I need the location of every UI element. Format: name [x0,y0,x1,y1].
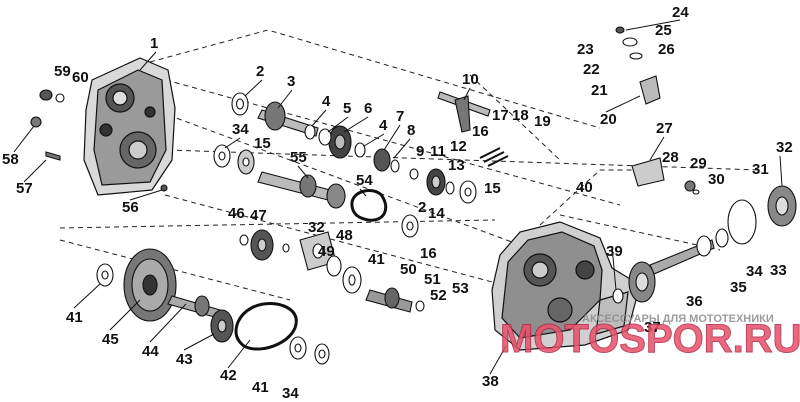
callout-34: 34 [232,121,249,138]
callout-45: 45 [102,331,119,348]
callout-10: 10 [462,71,479,88]
callout-46: 46 [228,205,245,222]
callout-32: 32 [308,219,325,236]
callout-50: 50 [400,261,417,278]
watermark-logo: MOTOSPOR.RU АКСЕССУАРЫ ДЛЯ МОТОТЕХНИКИ [500,313,800,362]
callout-53: 53 [452,280,469,297]
callout-20: 20 [600,111,617,128]
callout-41: 41 [252,379,269,396]
callout-4: 4 [322,93,331,110]
left-cover-part [83,57,176,196]
shafts-and-gears [30,26,797,365]
callout-47: 47 [250,207,267,224]
callout-labels: 1 2 2 3 4 4 5 6 7 8 9 10 11 12 13 14 15 … [2,4,793,402]
callout-56: 56 [122,199,139,216]
callout-29: 29 [690,155,707,172]
callout-43: 43 [176,351,193,368]
callout-24: 24 [672,4,689,21]
callout-6: 6 [364,100,372,117]
callout-27: 27 [656,120,673,137]
right-case-part [491,221,641,351]
callout-33: 33 [770,262,787,279]
callout-34: 34 [746,263,763,280]
callout-57: 57 [16,180,33,197]
callout-14: 14 [428,205,445,222]
callout-15: 15 [484,180,501,197]
callout-30: 30 [708,171,725,188]
callout-31: 31 [752,161,769,178]
callout-17: 17 [492,107,509,124]
callout-48: 48 [336,227,353,244]
callout-44: 44 [142,343,159,360]
callout-55: 55 [290,149,307,166]
callout-38: 38 [482,373,499,390]
callout-40: 40 [576,179,593,196]
watermark-tagline: АКСЕССУАРЫ ДЛЯ МОТОТЕХНИКИ [582,313,774,325]
callout-22: 22 [583,61,600,78]
callout-21: 21 [591,82,608,99]
callout-54: 54 [356,172,373,189]
callout-59: 59 [54,63,71,80]
callout-42: 42 [220,367,237,384]
callout-49: 49 [318,243,335,260]
callout-2: 2 [418,199,426,216]
assembly-guide-lines [59,29,761,301]
callout-35: 35 [730,279,747,296]
callout-3: 3 [287,73,295,90]
callout-41: 41 [66,309,83,326]
callout-52: 52 [430,287,447,304]
callout-51: 51 [424,271,441,288]
callout-41: 41 [368,251,385,268]
callout-9: 9 [416,143,424,160]
callout-7: 7 [396,108,404,125]
callout-16: 16 [420,245,437,262]
callout-19: 19 [534,113,551,130]
callout-12: 12 [450,138,467,155]
callout-25: 25 [655,22,672,39]
callout-26: 26 [658,41,675,58]
callout-23: 23 [577,41,594,58]
callout-2: 2 [256,63,264,80]
callout-37: 37 [644,319,661,336]
callout-39: 39 [606,243,623,260]
callout-18: 18 [512,107,529,124]
callout-16: 16 [472,123,489,140]
callout-32: 32 [776,139,793,156]
watermark-logo-text: MOTOSPOR.RU [500,317,800,361]
callout-36: 36 [686,293,703,310]
leader-lines [13,19,783,375]
callout-34: 34 [282,385,299,402]
callout-4: 4 [379,117,388,134]
callout-5: 5 [343,100,351,117]
callout-28: 28 [662,149,679,166]
callout-8: 8 [407,122,415,139]
callout-15: 15 [254,135,271,152]
callout-60: 60 [72,69,89,86]
callout-1: 1 [150,35,158,52]
callout-11: 11 [430,143,446,160]
callout-13: 13 [448,157,465,174]
callout-58: 58 [2,151,19,168]
